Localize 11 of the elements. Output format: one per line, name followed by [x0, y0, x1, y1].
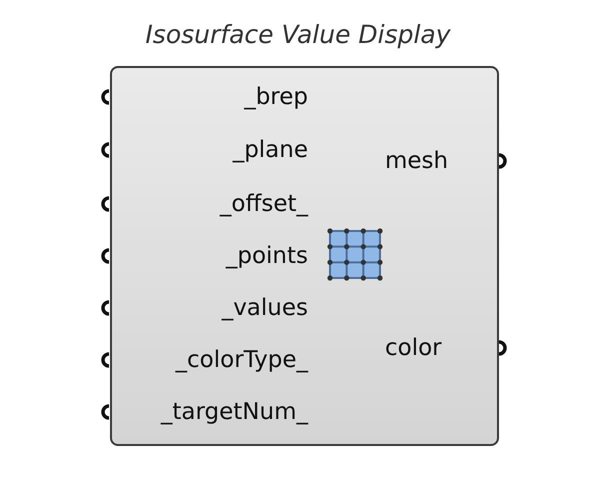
- input-parameter: _plane: [232, 136, 308, 164]
- input-parameter: _brep: [244, 83, 308, 111]
- component-title: Isosurface Value Display: [144, 20, 452, 49]
- input-parameter: _offset_: [220, 190, 308, 218]
- input-parameter: _points: [226, 242, 308, 270]
- input-parameter: _colorType_: [176, 346, 308, 374]
- input-parameter: _targetNum_: [160, 398, 308, 426]
- output-parameter: mesh: [385, 147, 448, 175]
- component-box: [110, 66, 499, 446]
- output-parameter: color: [385, 334, 442, 362]
- input-parameter: _values: [222, 294, 308, 322]
